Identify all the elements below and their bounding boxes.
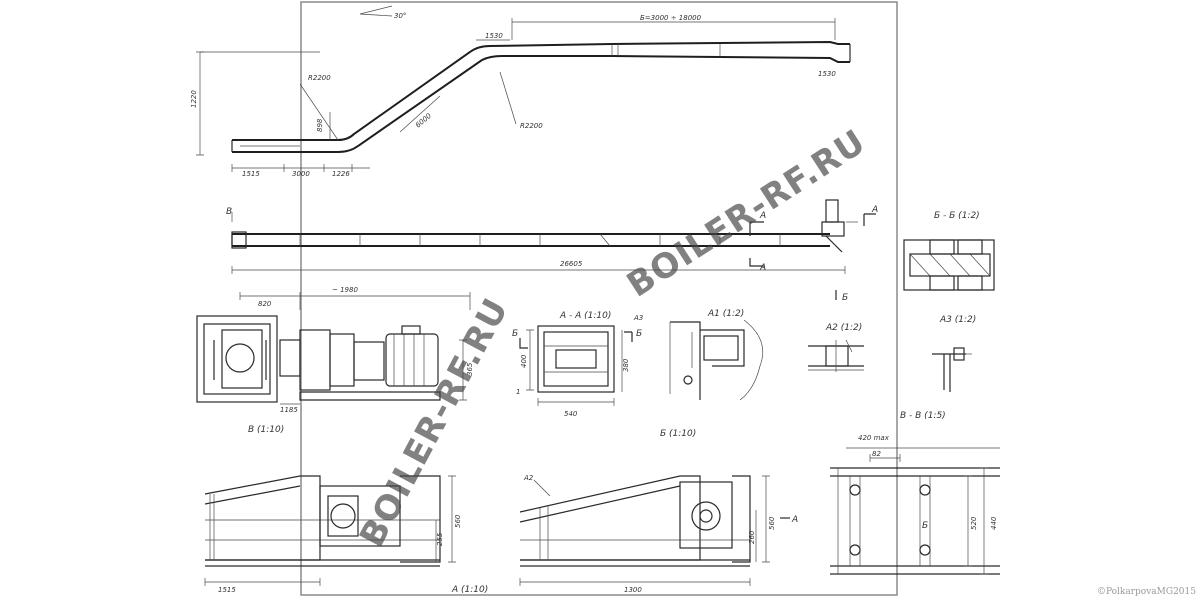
mark-a-bottom: А <box>791 515 798 525</box>
mark-a3: А <box>871 205 878 215</box>
section-vv-view: В - В (1:5) 420 max 82 520 440 Б <box>830 411 1000 575</box>
dim-1185: 1185 <box>280 406 298 414</box>
dim-total-length: 26605 <box>560 260 583 268</box>
view-b-label: Б (1:10) <box>660 429 696 439</box>
detail-a2-title: А2 (1:2) <box>825 323 862 333</box>
dim-255: 255 <box>436 532 444 546</box>
dim-380: 380 <box>622 358 630 372</box>
frame-border <box>300 1 898 596</box>
section-bb-view: Б - Б (1:2) <box>903 211 995 291</box>
detail-a3-view: А3 (1:2) <box>932 315 976 392</box>
drive-view-label: В (1:10) <box>248 425 284 435</box>
section-aa-view: А - А (1:10) А3 Б Б 540 380 400 1 <box>512 311 643 418</box>
dim-r2200-b: R2200 <box>520 122 543 130</box>
dim-span: Б=3000 ÷ 18000 <box>640 14 702 22</box>
mark-b2: Б <box>842 293 848 303</box>
conveyor-profile-view: 30° Б=3000 ÷ 18000 1530 R2200 R2200 6000… <box>190 5 851 178</box>
section-mark-b2: Б <box>636 329 642 339</box>
dim-440: 440 <box>990 516 998 530</box>
dim-898: 898 <box>316 118 324 132</box>
detail-a1-view: А1 (1:2) <box>669 309 764 401</box>
dim-a1: 1 <box>516 388 520 396</box>
dim-560-left: 560 <box>454 514 462 528</box>
angle-label: 30° <box>394 12 406 20</box>
dim-82: 82 <box>872 450 881 458</box>
drive-unit-view: 820 ~ 1980 365 1185 В (1:10) <box>196 286 474 435</box>
bottom-middle-view: А2 1300 560 260 А <box>519 474 798 594</box>
bottom-left-view: 1515 560 255 А (1:10) <box>204 475 488 595</box>
dim-820: 820 <box>258 300 272 308</box>
section-vv-title: В - В (1:5) <box>900 411 946 421</box>
dim-1530-right: 1530 <box>818 70 836 78</box>
section-bb-title: Б - Б (1:2) <box>934 211 980 221</box>
dim-420: 420 max <box>858 434 890 442</box>
dim-1300: 1300 <box>624 586 642 594</box>
dim-560-mid: 560 <box>768 516 776 530</box>
detail-a1-title: А1 (1:2) <box>707 309 744 319</box>
mark-a1: А <box>759 211 766 221</box>
bottom-left-label: А (1:10) <box>451 585 488 595</box>
section-mark-b1: Б <box>512 329 518 339</box>
dim-3000: 3000 <box>292 170 310 178</box>
dim-1515-bottom: 1515 <box>218 586 236 594</box>
a2-callout-bottom: А2 <box>523 474 534 482</box>
mark-b-elev: В <box>226 207 232 217</box>
mark-b-vv: Б <box>922 521 928 531</box>
conveyor-elevation-view: В А А А Б 26605 <box>226 199 878 303</box>
mark-a2: А <box>759 263 766 273</box>
copyright-notice: ©PolkarpovaMG2015 <box>1096 587 1196 597</box>
dim-400: 400 <box>520 354 528 368</box>
dim-1980: ~ 1980 <box>332 286 358 294</box>
dim-365: 365 <box>466 362 474 376</box>
dim-left-height: 1220 <box>190 90 198 108</box>
detail-a3-title: А3 (1:2) <box>939 315 976 325</box>
dim-520: 520 <box>970 516 978 530</box>
dim-1515: 1515 <box>242 170 260 178</box>
dim-540: 540 <box>564 410 578 418</box>
dim-1226: 1226 <box>332 170 350 178</box>
dim-260: 260 <box>748 530 756 544</box>
a3-callout: А3 <box>633 314 643 322</box>
section-aa-title: А - А (1:10) <box>559 311 611 321</box>
detail-a2-view: А2 (1:2) <box>808 323 864 372</box>
dim-1530: 1530 <box>485 32 503 40</box>
dim-r2200-a: R2200 <box>308 74 331 82</box>
dim-6000: 6000 <box>414 112 433 130</box>
